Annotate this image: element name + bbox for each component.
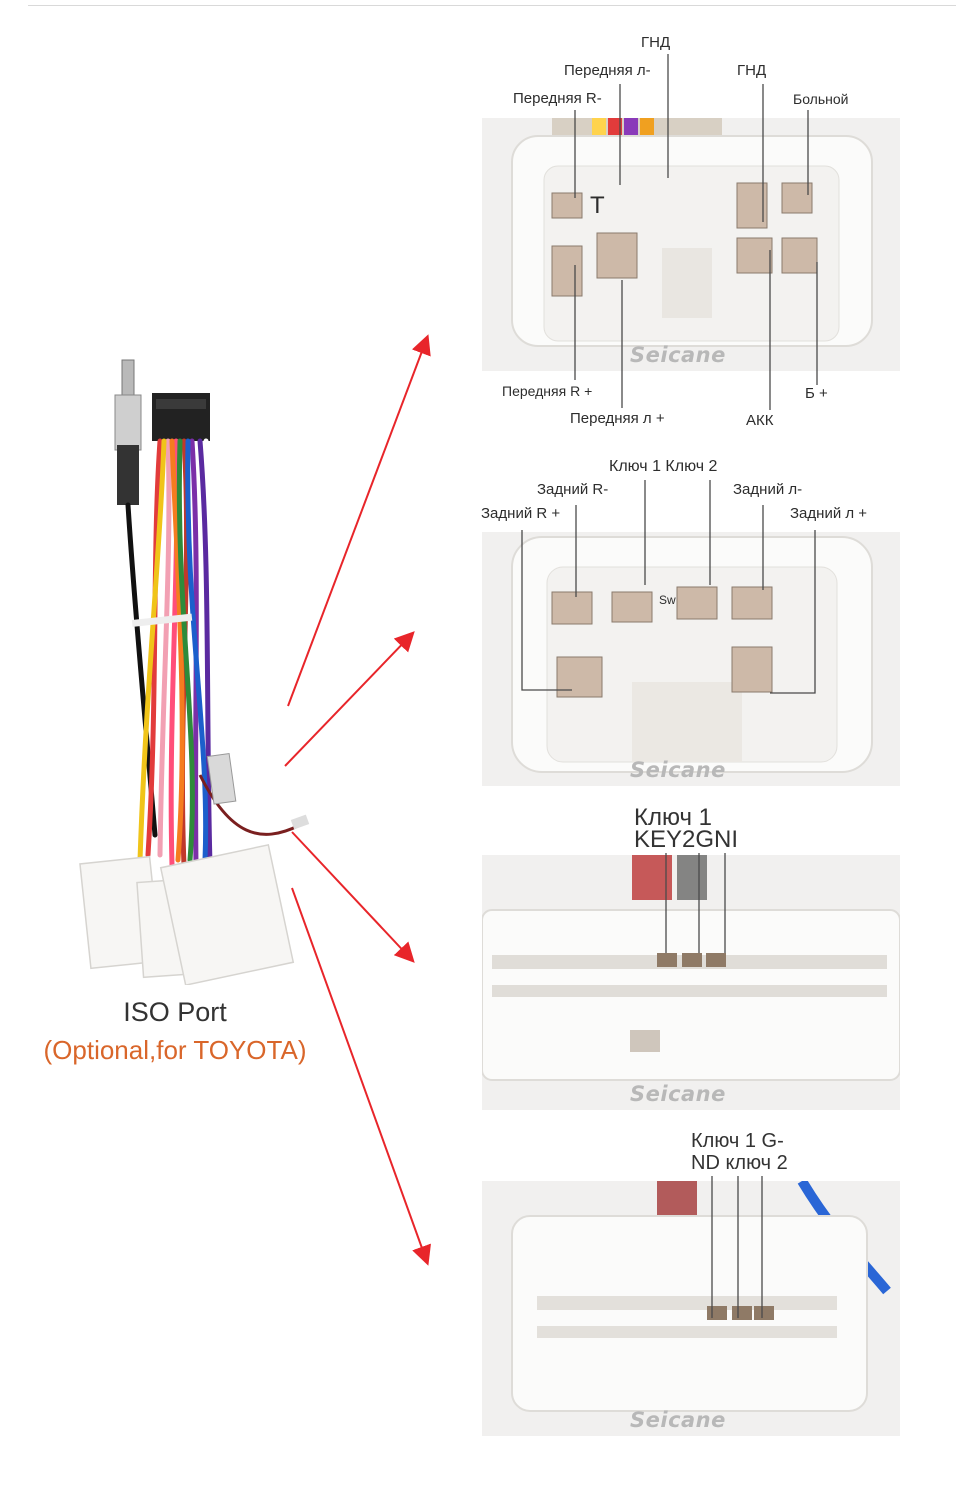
seicane-watermark-1: Seicane	[630, 343, 726, 367]
label-rear-left-plus: Задний л +	[790, 505, 868, 522]
label-acc: АКК	[746, 412, 774, 429]
label-sw: Sw	[659, 593, 676, 607]
label-key1-gnd-line2: ND ключ 2	[691, 1152, 788, 1174]
seicane-watermark-4: Seicane	[630, 1408, 726, 1432]
label-key1-key2: Ключ 1 Ключ 2	[609, 458, 718, 475]
connector-photo-3: Seicane	[482, 855, 900, 1110]
wiring-harness-image	[79, 359, 310, 985]
label-key1-panel3: Ключ 1	[634, 804, 712, 831]
iso-port-title: ISO Port	[123, 997, 227, 1027]
label-front-left-plus: Передняя л +	[570, 410, 665, 427]
label-pin-t: Т	[590, 192, 605, 219]
label-rear-left-minus: Задний л-	[733, 481, 803, 498]
connector-photo-4: Seicane	[482, 1181, 900, 1436]
top-divider	[28, 5, 956, 6]
label-gnd-right: ГНД	[737, 62, 767, 79]
label-key2gni: KEY2GNI	[634, 826, 739, 853]
label-big: Больной	[793, 91, 849, 107]
label-b-plus: Б +	[805, 385, 828, 402]
label-key1-gnd-line1: Ключ 1 G-	[691, 1130, 784, 1152]
label-rear-right-minus: Задний R-	[537, 481, 609, 498]
label-front-left-minus: Передняя л-	[564, 62, 651, 79]
seicane-watermark-2: Seicane	[630, 758, 726, 782]
label-gnd-top: ГНД	[641, 34, 671, 51]
seicane-watermark-3: Seicane	[630, 1082, 726, 1106]
connector-photo-1: Seicane	[482, 118, 900, 371]
label-front-right-plus: Передняя R +	[502, 383, 593, 399]
connector-photo-2: Seicane	[482, 532, 900, 786]
label-rear-right-plus: Задний R +	[481, 505, 561, 522]
label-front-right-minus: Передняя R-	[513, 90, 602, 107]
iso-port-subtitle: (Optional,for TOYOTA)	[43, 1035, 307, 1065]
